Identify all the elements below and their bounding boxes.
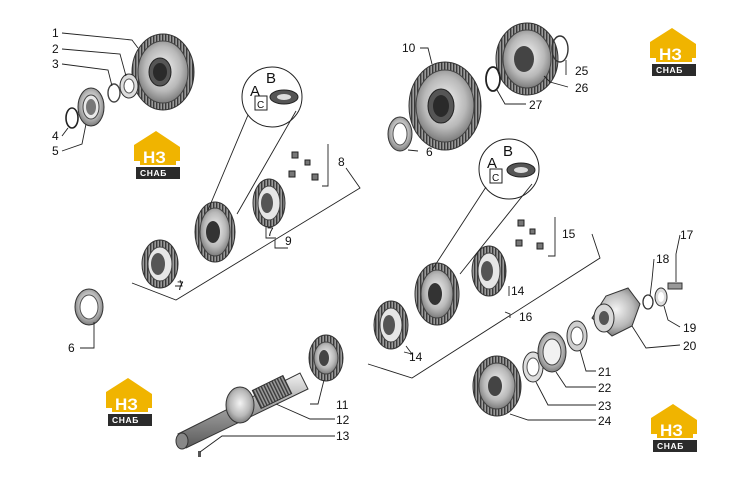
- bearing-part-22: [537, 331, 567, 373]
- bearing-part-5: [77, 87, 105, 127]
- washer-part-18: [642, 294, 654, 310]
- gear-part-10: [408, 61, 482, 151]
- callout-23: 23: [598, 399, 612, 413]
- ring-part-6-left: [74, 288, 104, 326]
- callout-17: 17: [680, 228, 694, 242]
- synchro-ring-7b: [252, 178, 286, 228]
- logo-sub: СНАБ: [656, 65, 683, 75]
- callout-10: 10: [402, 41, 416, 55]
- callout-14-upper: 14: [511, 284, 525, 298]
- gear-part-26: [495, 22, 559, 96]
- washer-part-23: [522, 351, 544, 383]
- callout-24: 24: [598, 414, 612, 428]
- callout-21: 21: [598, 365, 612, 379]
- ring-part-25: [551, 35, 569, 63]
- callout-15: 15: [562, 227, 576, 241]
- callout-3: 3: [52, 57, 59, 71]
- main-shaft-part-12: [175, 372, 309, 450]
- detail-circle-right: [431, 138, 540, 275]
- callout-4: 4: [52, 129, 59, 143]
- synchro-hub-left: [194, 201, 236, 263]
- synchro-ring-14a: [471, 245, 507, 297]
- group-line-right: [367, 233, 601, 379]
- logo-mark: НЗ: [660, 421, 683, 440]
- callout-6-right: 6: [426, 145, 433, 159]
- logo-watermark: НЗ СНАБ: [134, 131, 180, 179]
- leader-lines: [61, 32, 681, 453]
- logo-watermark: НЗ СНАБ: [651, 404, 697, 452]
- detail-label-a-right: A: [487, 155, 497, 172]
- logo-mark: НЗ: [143, 148, 166, 167]
- logo-mark: НЗ: [115, 395, 138, 414]
- washer-part-2: [119, 73, 139, 99]
- callout-11: 11: [336, 398, 349, 412]
- callout-8: 8: [338, 155, 345, 169]
- callout-14-lower: 14: [409, 350, 423, 364]
- callout-7-right: 7: [267, 225, 274, 239]
- logo-watermark: НЗ СНАБ: [650, 28, 696, 76]
- detail-label-b-right: B: [503, 143, 513, 160]
- detail-label-a-left: A: [250, 83, 260, 100]
- logo-sub: СНАБ: [140, 168, 167, 178]
- circlip-part-4: [65, 107, 79, 129]
- callout-16: 16: [519, 310, 533, 324]
- callout-18: 18: [656, 252, 670, 266]
- callout-27: 27: [529, 98, 543, 112]
- callout-2: 2: [52, 42, 59, 56]
- callout-1: 1: [52, 26, 59, 40]
- circlip-part-27: [485, 66, 501, 92]
- logo-sub: СНАБ: [112, 415, 139, 425]
- synchro-ring-14b: [373, 300, 409, 350]
- yoke-flange-part-20: [591, 287, 641, 337]
- callout-7-left: 7: [177, 279, 184, 293]
- gear-part-1: [131, 33, 195, 111]
- washer-part-19: [654, 287, 668, 307]
- logo-sub: СНАБ: [657, 441, 684, 451]
- callout-19: 19: [683, 321, 697, 335]
- synchro-ring-7a: [141, 239, 179, 289]
- detail-label-c-right: C: [492, 173, 499, 184]
- bolt-part-17: [667, 282, 683, 290]
- callout-25: 25: [575, 64, 589, 78]
- synchro-hub-right: [414, 262, 460, 326]
- logo-mark: НЗ: [659, 45, 682, 64]
- callout-13: 13: [336, 429, 350, 443]
- callout-20: 20: [683, 339, 697, 353]
- callout-5: 5: [52, 144, 59, 158]
- callout-22: 22: [598, 381, 612, 395]
- detail-label-c-left: C: [257, 100, 264, 111]
- gear-part-24: [472, 355, 522, 417]
- detent-parts-15: [515, 219, 544, 250]
- callout-9: 9: [285, 234, 292, 248]
- gear-part-11: [308, 334, 344, 382]
- callout-26: 26: [575, 81, 589, 95]
- logo-watermark: НЗ СНАБ: [106, 378, 152, 426]
- group-line-left: [131, 167, 361, 301]
- ring-part-21: [566, 320, 588, 352]
- detail-circle-left: [207, 66, 303, 215]
- ring-part-3: [107, 83, 121, 103]
- ring-part-6-right: [387, 116, 413, 152]
- detail-label-b-left: B: [266, 70, 276, 87]
- callout-6-left: 6: [68, 341, 75, 355]
- callout-12: 12: [336, 413, 350, 427]
- detent-parts-8: [288, 151, 319, 181]
- pin-part-13: [198, 451, 201, 457]
